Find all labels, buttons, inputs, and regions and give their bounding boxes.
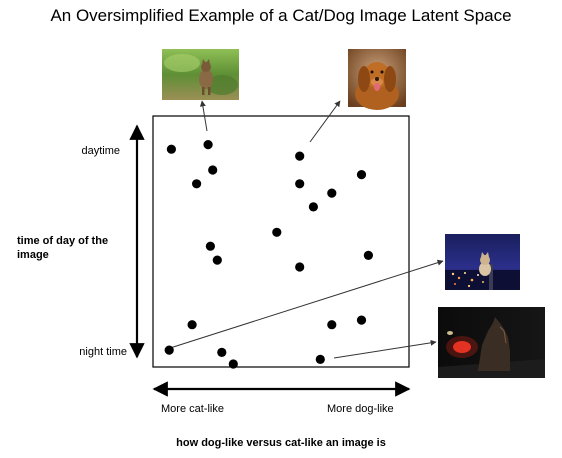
latent-point-p6 [295, 179, 305, 189]
latent-point-p13 [363, 250, 373, 260]
x-axis-right-label: More dog-like [327, 403, 394, 415]
latent-point-p3 [208, 165, 218, 175]
latent-point-p15 [187, 320, 197, 330]
latent-point-p2 [203, 140, 213, 150]
points-layer [164, 140, 373, 369]
latent-point-p17 [356, 315, 367, 325]
latent-point-p7 [327, 188, 337, 198]
plot-frame [152, 115, 410, 368]
x-axis-title: how dog-like versus cat-like an image is [176, 437, 386, 449]
cat-daytime-photo [162, 49, 239, 100]
latent-point-p11 [205, 241, 215, 251]
connector-cat-day [199, 100, 208, 132]
y-axis-title: time of day of the image [17, 235, 109, 261]
latent-point-p8 [356, 170, 367, 180]
latent-point-p14 [295, 262, 305, 272]
latent-point-p20 [228, 359, 238, 369]
x-axis-left-label: More cat-like [161, 403, 224, 415]
connector-dog-night [333, 339, 437, 359]
latent-point-p19 [217, 347, 227, 357]
latent-point-p4 [192, 179, 202, 189]
dog-daytime-photo [348, 49, 406, 110]
connector-dog-day [309, 100, 341, 143]
dog-night-photo [438, 307, 545, 378]
latent-point-p18 [164, 345, 174, 355]
latent-point-p1 [166, 144, 176, 154]
diagram-title: An Oversimplified Example of a Cat/Dog I… [50, 6, 512, 25]
latent-point-p21 [315, 354, 325, 364]
latent-point-p5 [295, 151, 305, 161]
y-axis-top-label: daytime [81, 145, 120, 157]
latent-point-p9 [308, 202, 318, 212]
latent-point-p10 [272, 227, 282, 237]
connector-cat-night [166, 259, 444, 350]
y-axis-bottom-label: night time [79, 346, 127, 358]
latent-point-p12 [212, 255, 222, 265]
latent-point-p16 [327, 320, 337, 330]
cat-night-photo [445, 234, 520, 290]
